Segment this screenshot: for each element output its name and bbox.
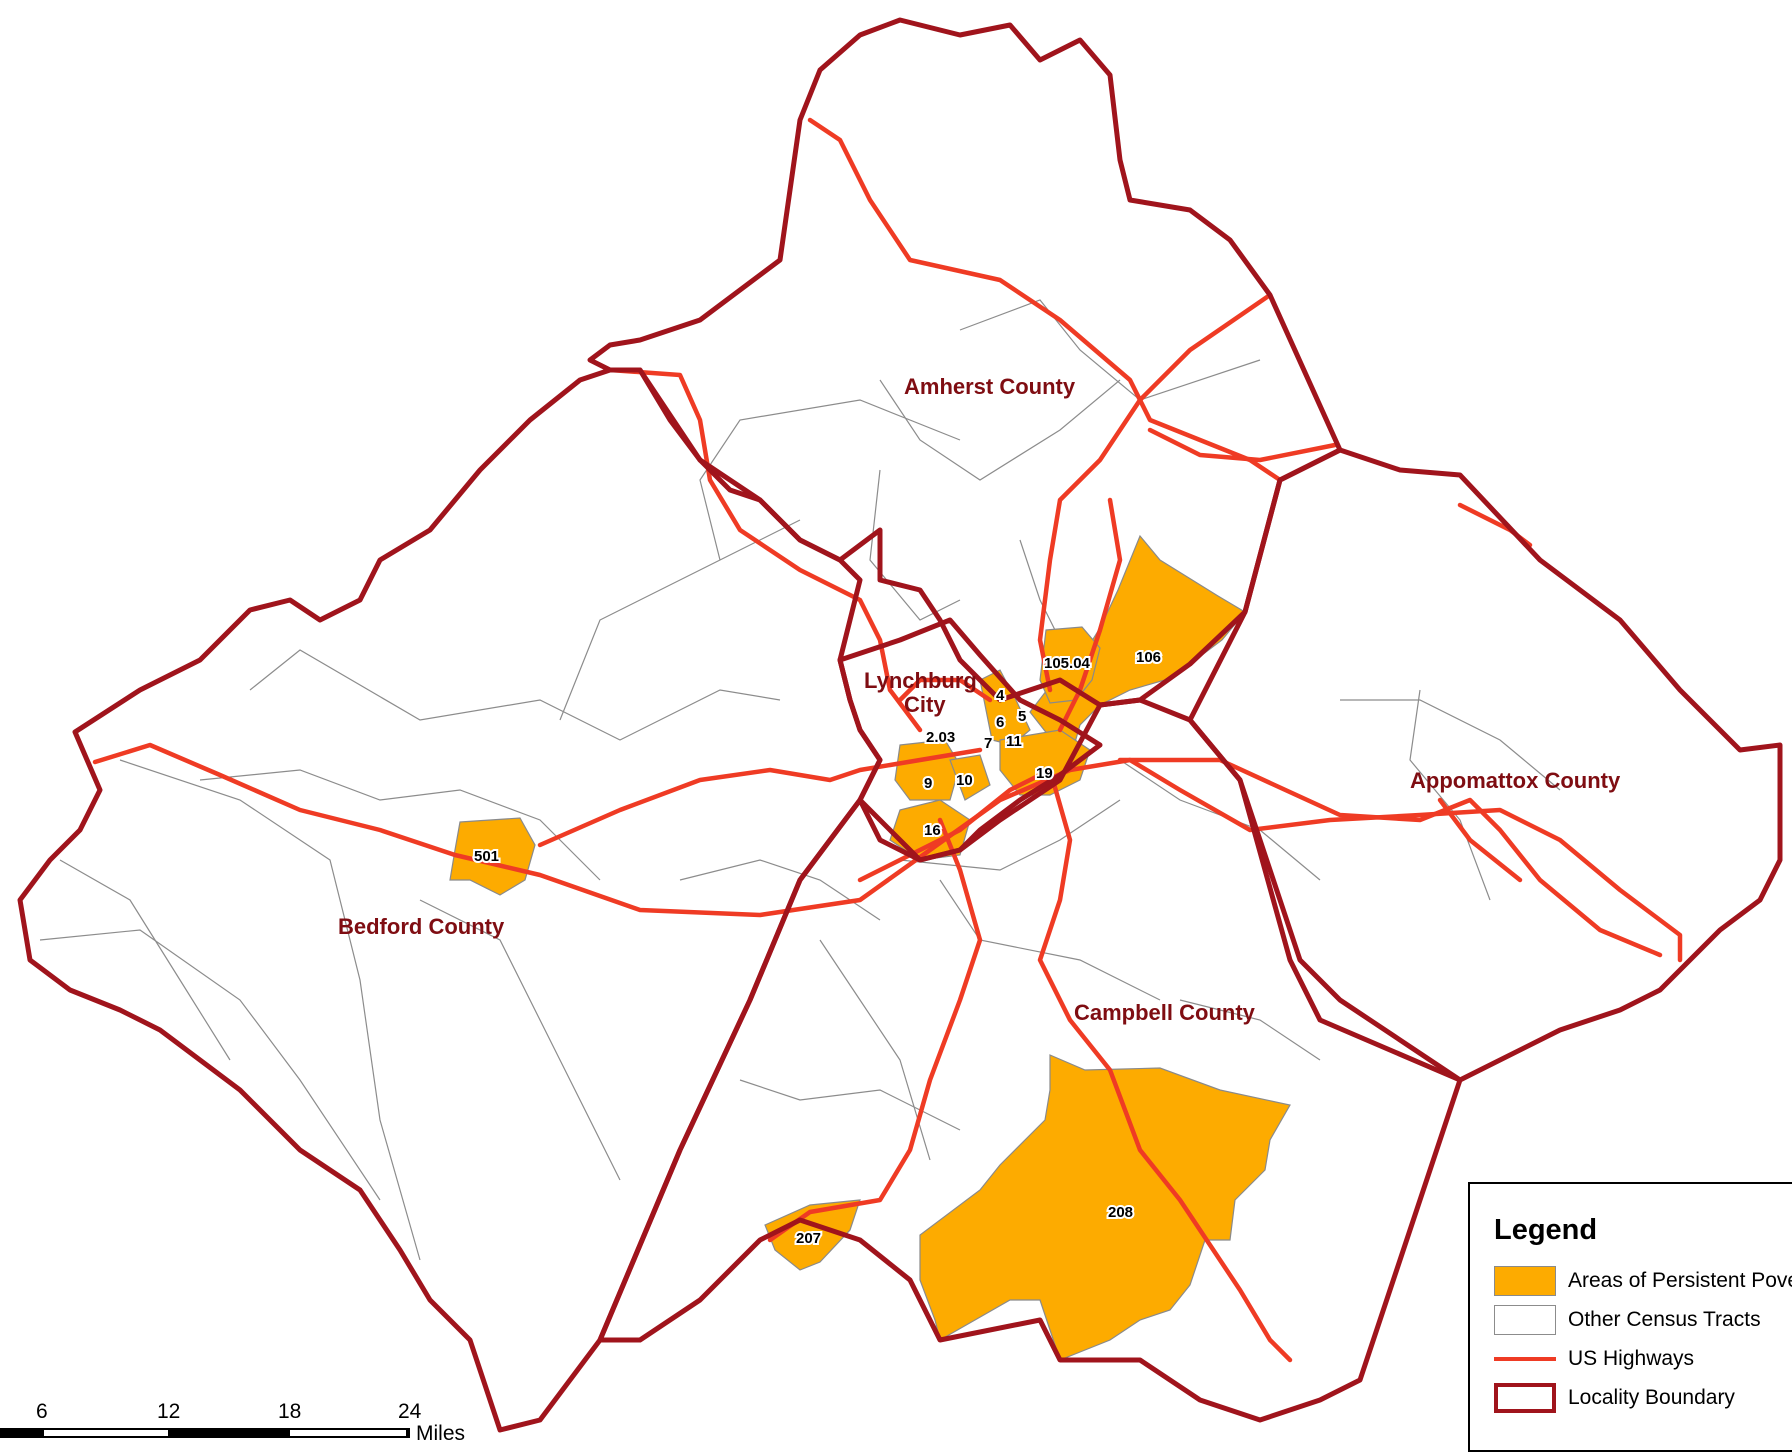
legend-item-highways: US Highways	[1494, 1342, 1694, 1376]
legend-title: Legend	[1494, 1214, 1598, 1246]
map-legend: Legend Areas of Persistent Poverty Other…	[1468, 1182, 1792, 1452]
tract-swatch	[1494, 1305, 1556, 1335]
poverty-tract-10	[949, 754, 991, 801]
persistent-poverty-areas	[449, 534, 1291, 1361]
tract-label-6: 6	[996, 714, 1004, 731]
tract-label-10: 10	[956, 772, 973, 789]
tract-label-9: 9	[924, 775, 932, 792]
county-label-lynchburg-city: City	[904, 692, 946, 717]
tract-label-19: 19	[1036, 765, 1053, 782]
county-label-appomattox: Appomattox County	[1410, 768, 1621, 793]
tract-label-105-04: 105.04	[1044, 655, 1091, 672]
legend-item-boundary: Locality Boundary	[1494, 1381, 1735, 1415]
tract-label-106: 106	[1136, 649, 1161, 666]
scale-tick-6: 6	[36, 1400, 48, 1423]
legend-label-highways: US Highways	[1568, 1347, 1695, 1370]
scale-unit: Miles	[416, 1422, 465, 1440]
appomattox-county-boundary	[1187, 447, 1783, 1083]
scale-bar: 6 12 18 24 Miles	[0, 1400, 465, 1440]
scale-tick-12: 12	[157, 1400, 180, 1423]
legend-item-poverty: Areas of Persistent Poverty	[1494, 1264, 1792, 1298]
tract-label-208: 208	[1108, 1204, 1133, 1221]
campbell-county-boundary	[597, 697, 1463, 1423]
us-highways	[92, 117, 1683, 1363]
county-labels: Amherst County Lynchburg City Appomattox…	[338, 374, 1621, 1025]
legend-label-poverty: Areas of Persistent Poverty	[1568, 1269, 1792, 1292]
scale-tick-18: 18	[278, 1400, 301, 1423]
scale-tick-24: 24	[398, 1400, 422, 1423]
boundary-swatch	[1494, 1383, 1556, 1413]
locality-boundaries	[17, 17, 1783, 1433]
highway-swatch	[1494, 1344, 1556, 1374]
county-label-bedford: Bedford County	[338, 914, 505, 939]
legend-label-boundary: Locality Boundary	[1568, 1386, 1735, 1409]
poverty-tract-19	[999, 729, 1091, 796]
tract-label-16: 16	[924, 822, 941, 839]
tract-label-501: 501	[474, 848, 499, 865]
tract-label-7: 7	[984, 735, 992, 752]
legend-label-other-tracts: Other Census Tracts	[1568, 1308, 1761, 1331]
poverty-swatch	[1494, 1266, 1556, 1296]
tract-label-207: 207	[796, 1230, 821, 1247]
bedford-county-boundary	[17, 367, 883, 1433]
poverty-tract-4-5-6	[979, 669, 1031, 746]
poverty-tract-208	[919, 1054, 1291, 1361]
tract-label-11: 11	[1006, 733, 1022, 750]
tract-labels: 4 5 6 2.03 7 11 9 10 19 16 105.04 106 50…	[472, 647, 1163, 1249]
tract-label-5: 5	[1018, 708, 1026, 725]
legend-item-other-tracts: Other Census Tracts	[1494, 1303, 1761, 1337]
county-label-lynchburg: Lynchburg	[864, 668, 977, 693]
county-label-campbell: Campbell County	[1074, 1000, 1256, 1025]
tract-label-2-03: 2.03	[926, 729, 955, 746]
tract-label-4: 4	[996, 687, 1005, 704]
poverty-tract-501	[449, 817, 536, 896]
county-label-amherst: Amherst County	[904, 374, 1076, 399]
poverty-tract-207	[764, 1199, 861, 1271]
